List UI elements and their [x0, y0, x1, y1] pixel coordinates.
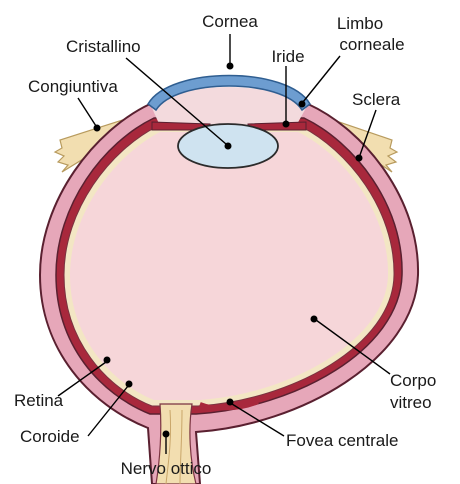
dot-congiuntiva [94, 125, 101, 132]
dot-retina [104, 357, 111, 364]
label-limbo-line1: Limbo [337, 14, 383, 33]
dot-iride [283, 121, 290, 128]
dot-cristallino [225, 143, 232, 150]
dot-coroide [126, 381, 133, 388]
label-sclera: Sclera [352, 90, 401, 109]
label-fovea: Fovea centrale [286, 431, 398, 450]
dot-nervo [163, 431, 170, 438]
label-coroide: Coroide [20, 427, 80, 446]
dot-limbo [299, 101, 306, 108]
label-nervo: Nervo ottico [121, 459, 212, 478]
label-congiuntiva: Congiuntiva [28, 77, 118, 96]
dot-sclera [356, 155, 363, 162]
dot-cornea [227, 63, 234, 70]
label-limbo-line2: corneale [339, 35, 404, 54]
leader-limbo [303, 56, 340, 102]
dot-corpo [311, 316, 318, 323]
leader-congiuntiva [78, 98, 96, 126]
label-cornea: Cornea [202, 12, 258, 31]
label-retina: Retina [14, 391, 64, 410]
label-cristallino: Cristallino [66, 37, 141, 56]
label-corpo-line2: vitreo [390, 393, 432, 412]
label-corpo-line1: Corpo [390, 371, 436, 390]
label-iride: Iride [271, 47, 304, 66]
dot-fovea [227, 399, 234, 406]
